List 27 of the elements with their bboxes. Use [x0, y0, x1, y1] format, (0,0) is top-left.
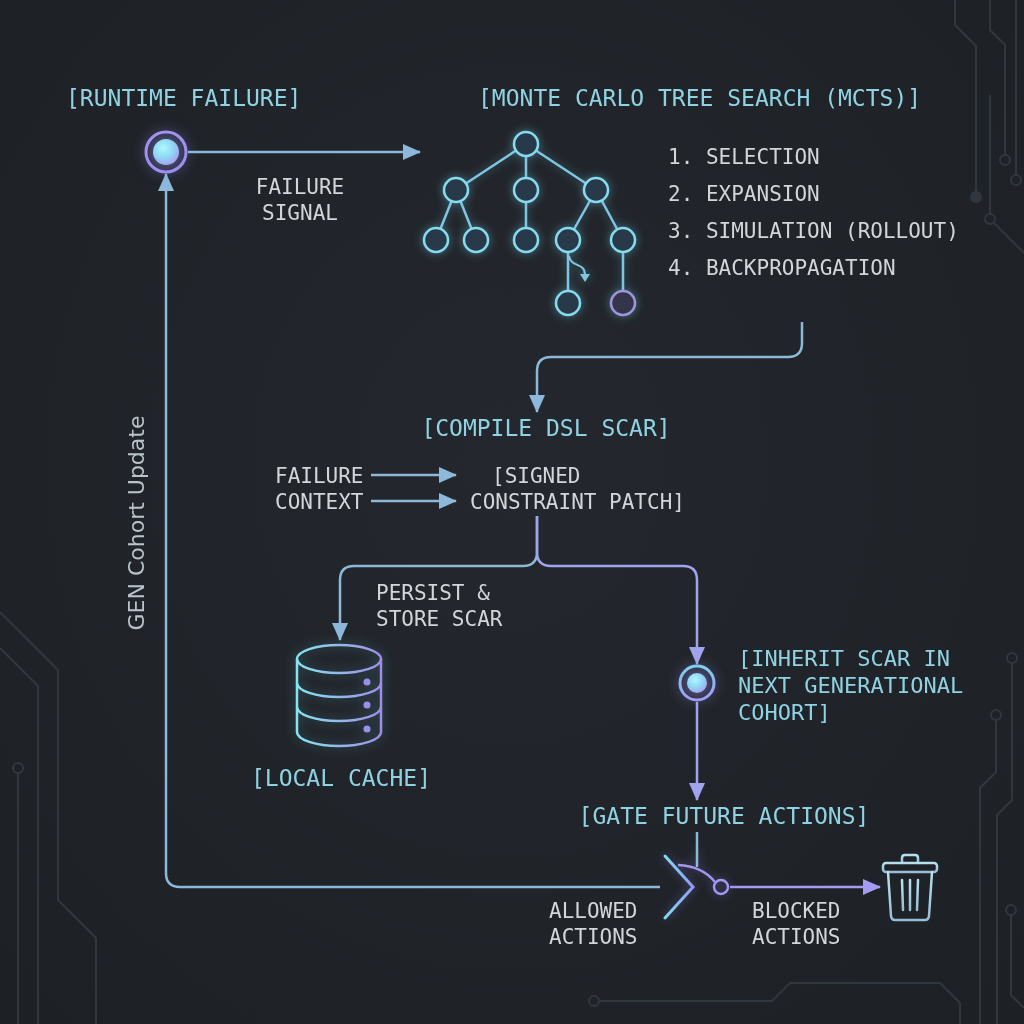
arrow: [529, 322, 804, 413]
arrow: [158, 173, 660, 889]
step-item: 4. BACKPROPAGATION: [668, 255, 897, 281]
side-label: GEN Cohort Update: [124, 415, 150, 631]
node-heading: [LOCAL CACHE]: [250, 764, 432, 792]
arrow: [535, 516, 705, 665]
edge-label: FAILURE SIGNAL: [254, 174, 346, 226]
node-heading: [GATE FUTURE ACTIONS]: [577, 802, 871, 830]
step-item: 2. EXPANSION: [668, 181, 821, 207]
connector-line: [695, 832, 699, 850]
node-label: FAILURE CONTEXT: [275, 463, 365, 515]
edge-label: BLOCKED ACTIONS: [752, 898, 842, 950]
arrow: [188, 144, 421, 160]
edge-label: ALLOWED ACTIONS: [549, 898, 639, 950]
step-item: 1. SELECTION: [668, 144, 821, 170]
arrow: [689, 702, 705, 801]
arrow: [371, 493, 457, 509]
node-label: [SIGNED CONSTRAINT PATCH]: [469, 463, 686, 515]
node-heading: [INHERIT SCAR IN NEXT GENERATIONAL COHORT]: [738, 645, 965, 726]
edge-label: PERSIST & STORE SCAR: [376, 580, 504, 632]
step-item: 3. SIMULATION (ROLLOUT): [668, 218, 960, 244]
trash-can-icon: [880, 854, 940, 922]
arrow: [730, 879, 881, 895]
node-heading: [MONTE CARLO TREE SEARCH (MCTS)]: [478, 84, 923, 112]
node-heading: [COMPILE DSL SCAR]: [420, 414, 672, 442]
node-heading: [RUNTIME FAILURE]: [66, 84, 303, 112]
arrow: [371, 467, 457, 483]
